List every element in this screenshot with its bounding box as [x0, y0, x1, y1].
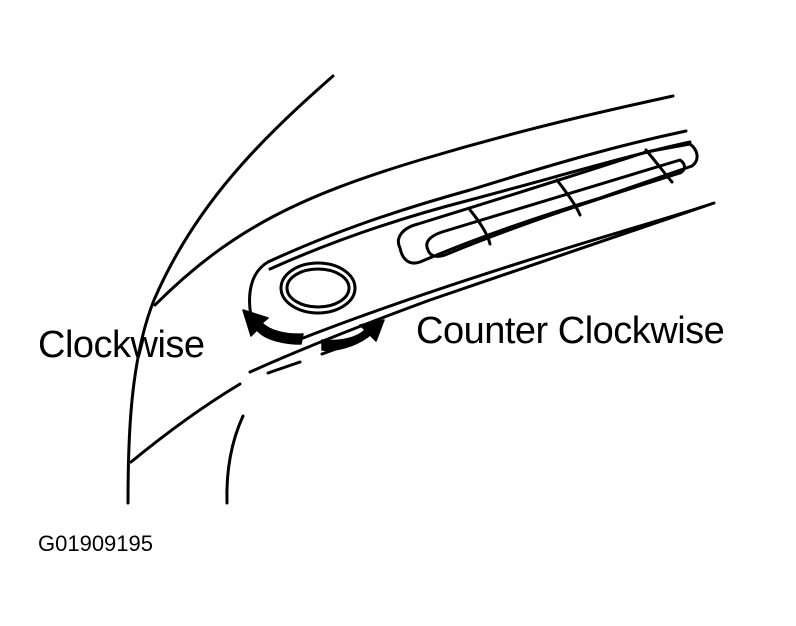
body-outline-upper: [126, 74, 335, 505]
knob-outer: [279, 261, 357, 315]
clockwise-label: Clockwise: [38, 324, 205, 366]
figure-id: G01909195: [38, 531, 153, 556]
lens-outer: [396, 142, 699, 265]
lens-rib-2: [555, 178, 582, 217]
trim-outer-edge: [153, 94, 675, 307]
body-outline-lower: [129, 382, 242, 464]
clockwise-arrow: [242, 309, 304, 345]
lens-inner: [425, 158, 686, 258]
body-outline-rear: [225, 414, 245, 505]
lens-rib-1: [468, 208, 492, 246]
counter-clockwise-arrow: [321, 319, 385, 351]
trim-inner-edge: [248, 129, 688, 318]
trim-lower-edge-2: [248, 201, 716, 374]
counter-clockwise-label: Counter Clockwise: [416, 310, 725, 352]
lens-rib-3: [644, 148, 674, 184]
knob-inner: [285, 267, 351, 309]
